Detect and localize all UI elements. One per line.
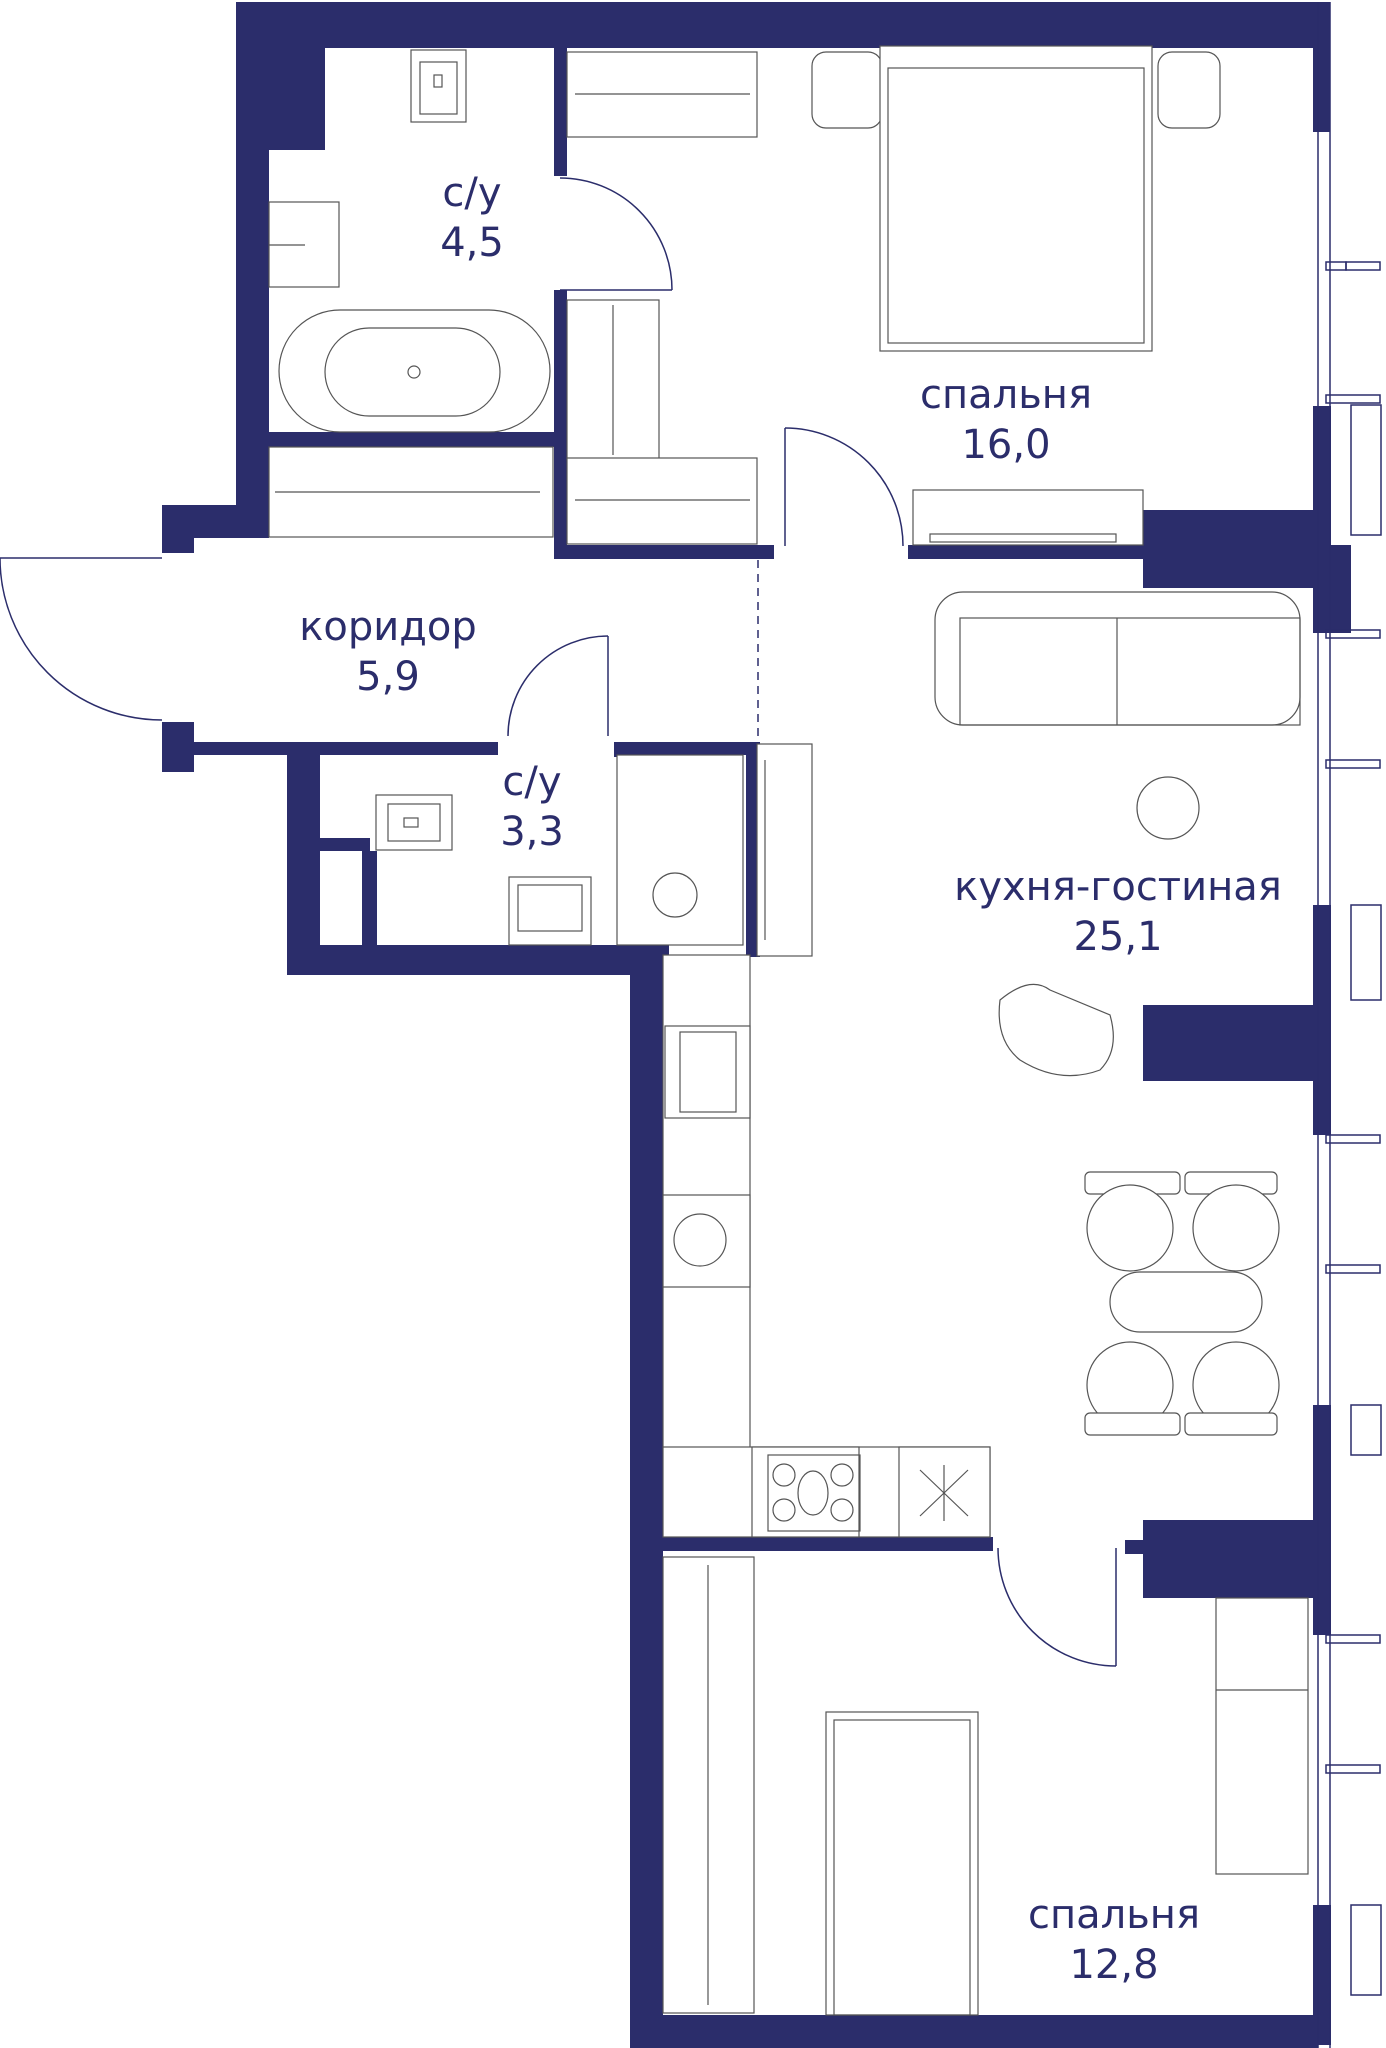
room-label-bedroom-second: спальня 12,8 [1028, 1890, 1200, 1990]
room-area: 5,9 [356, 654, 420, 700]
room-name: с/у [502, 759, 562, 805]
room-label-bathroom-small: с/у 3,3 [500, 757, 564, 857]
room-name: спальня [1027, 1892, 1201, 1938]
room-name: коридор [299, 604, 477, 650]
room-area: 4,5 [440, 220, 504, 266]
room-area: 16,0 [961, 422, 1051, 468]
room-label-bathroom-large: с/у 4,5 [440, 168, 504, 268]
room-name: с/у [442, 170, 502, 216]
room-name: спальня [919, 372, 1093, 418]
room-label-corridor: коридор 5,9 [299, 602, 477, 702]
room-area: 3,3 [500, 809, 564, 855]
room-label-bedroom-main: спальня 16,0 [920, 370, 1092, 470]
room-label-kitchen-living: кухня-гостиная 25,1 [954, 862, 1282, 962]
doors [0, 177, 1117, 1667]
furniture [268, 45, 1309, 2016]
room-area: 25,1 [1073, 914, 1163, 960]
windows [1317, 2, 1382, 2048]
room-area: 12,8 [1069, 1942, 1159, 1988]
room-name: кухня-гостиная [954, 864, 1282, 910]
